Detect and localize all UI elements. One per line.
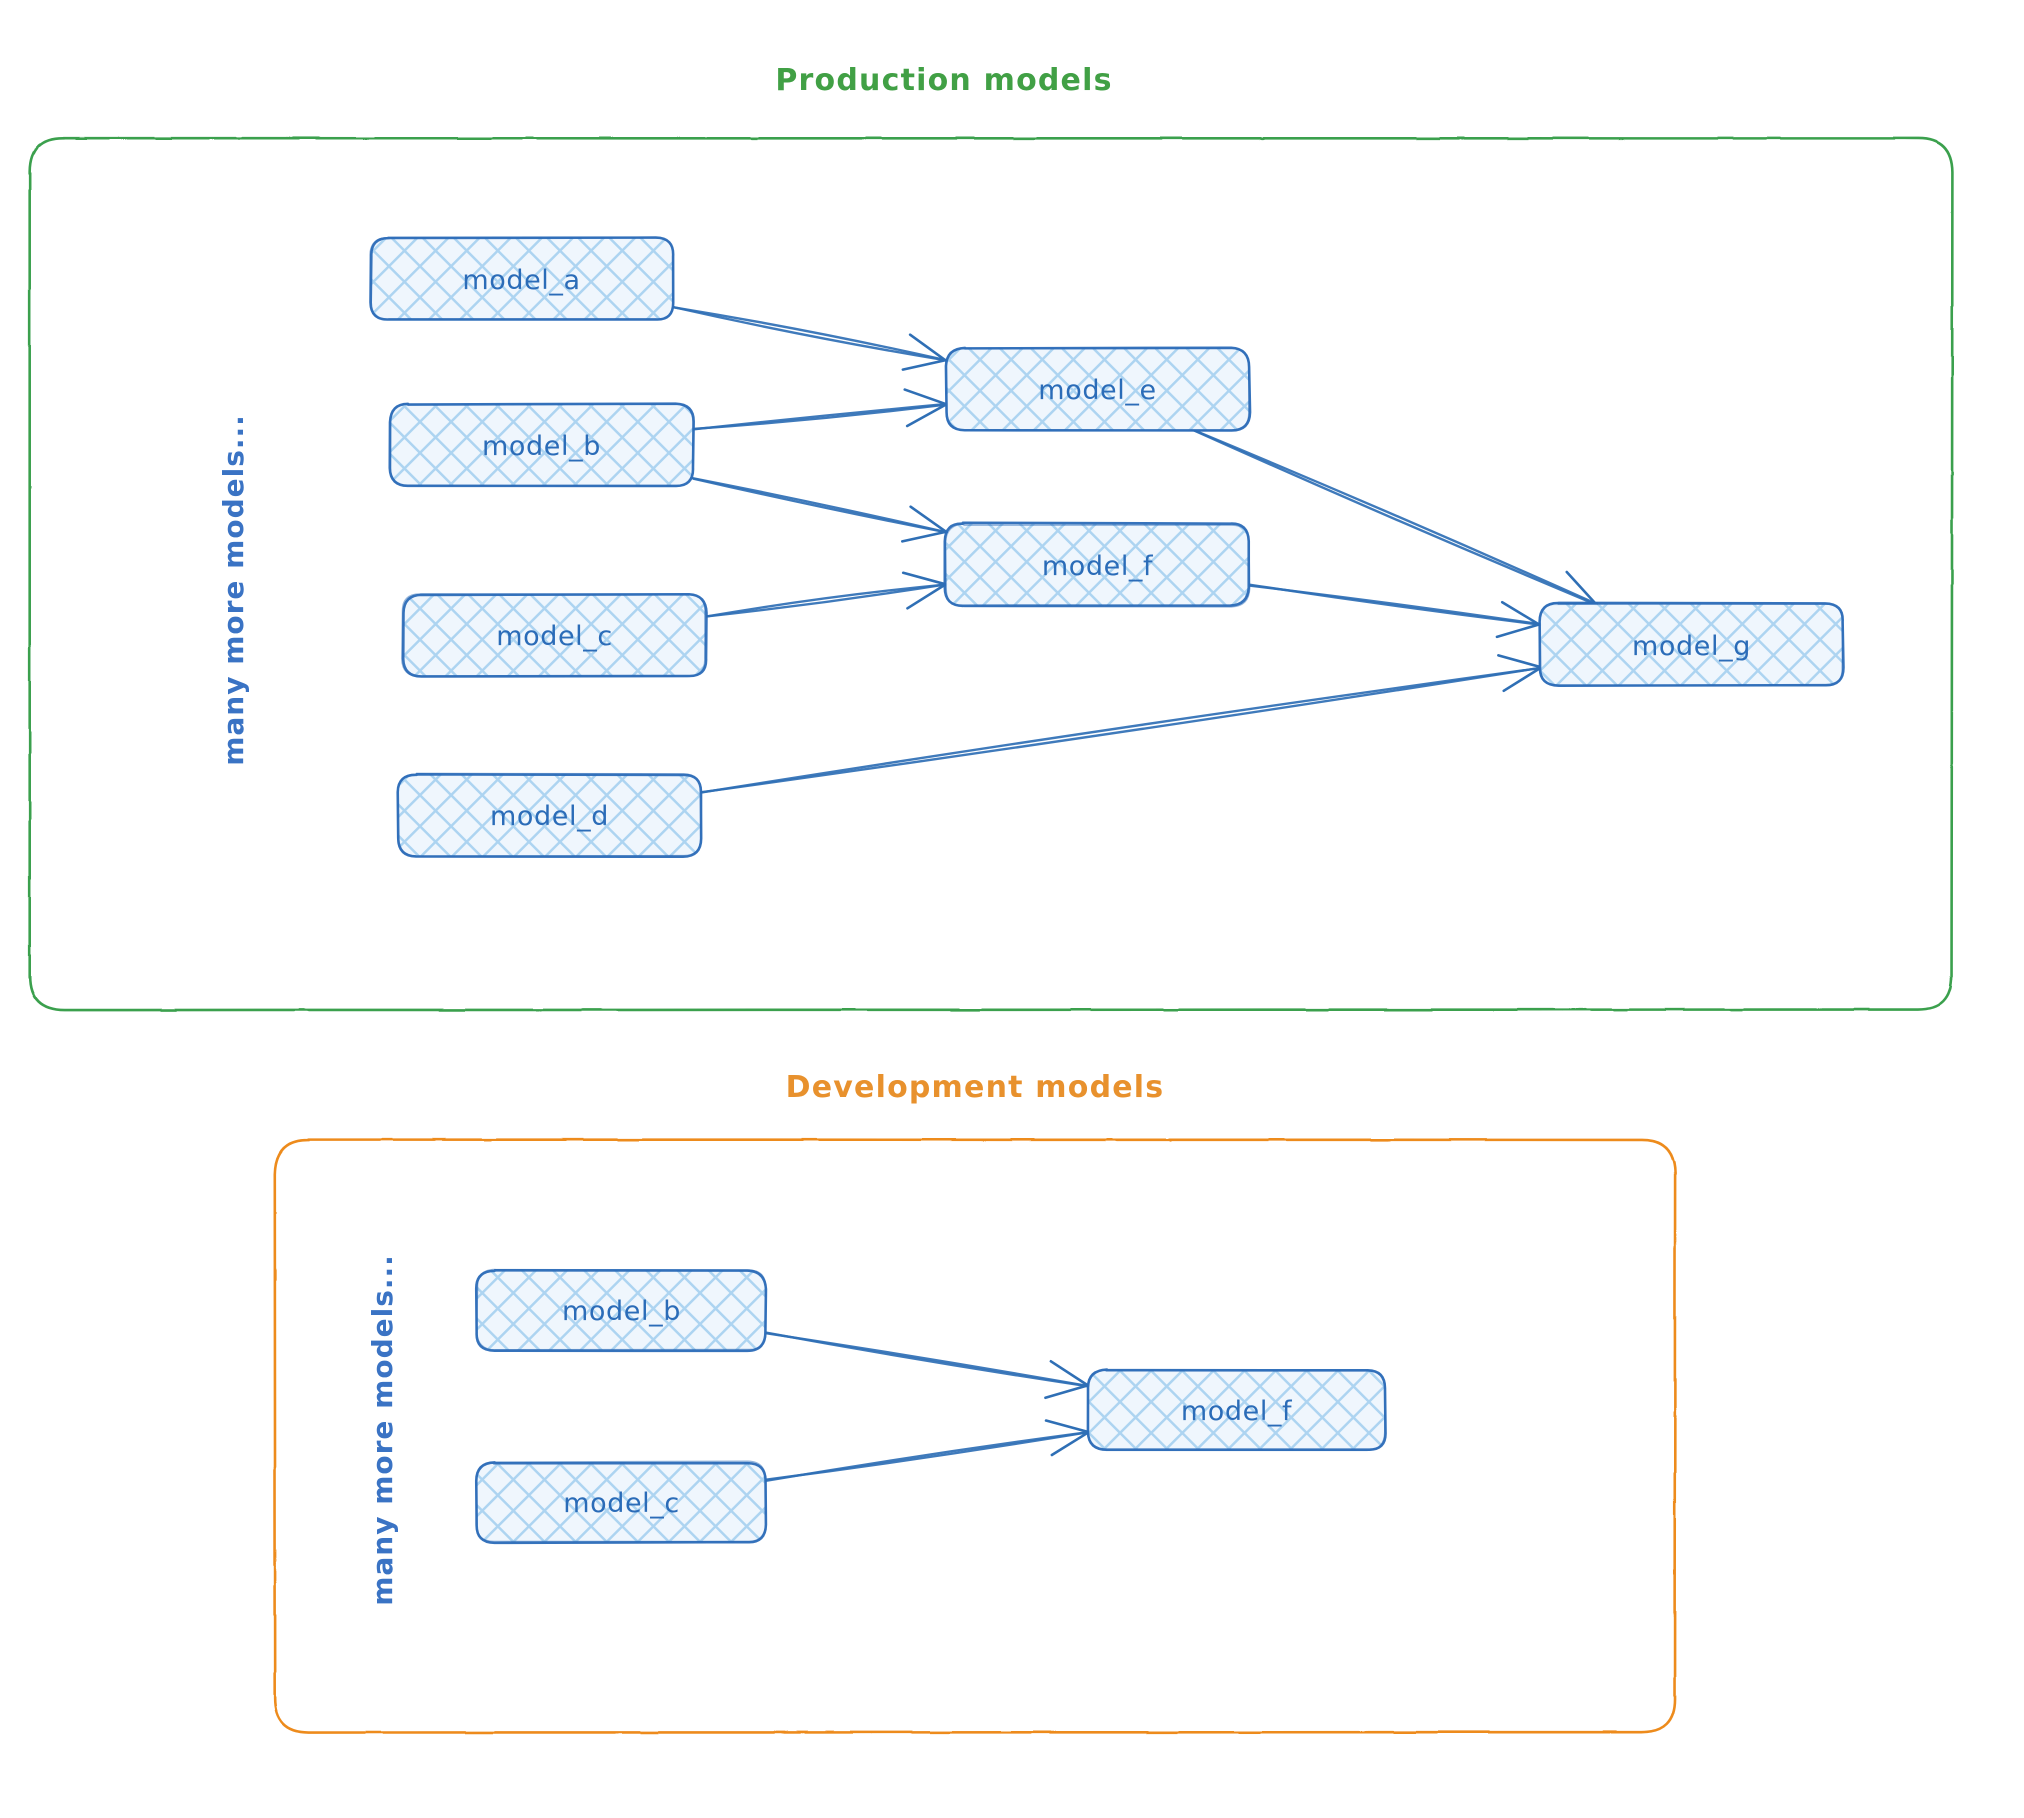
edge-prod_model_f-to-prod_model_g (1248, 583, 1542, 639)
node-label: model_d (490, 801, 609, 832)
edge-prod_model_c-to-prod_model_f (705, 571, 948, 618)
node-outline (944, 523, 1251, 608)
node-label: model_b (482, 431, 601, 462)
edge-dev_model_c-to-dev_model_f (763, 1419, 1090, 1483)
node-fill (1087, 1369, 1386, 1451)
edge-layer-development (763, 1331, 1090, 1483)
node-fill (389, 403, 694, 487)
node-fill (370, 237, 673, 320)
edge-prod_model_b-to-prod_model_f (691, 476, 948, 543)
group-container-development (273, 1138, 1677, 1734)
node-fill (1539, 603, 1844, 687)
edge-prod_model_b-to-prod_model_e (691, 388, 948, 431)
edge-prod_model_a-to-prod_model_e (671, 305, 948, 371)
node-label: model_c (563, 1488, 680, 1519)
node-dev_model_b[interactable]: model_b (474, 1268, 768, 1353)
node-label: model_f (1042, 551, 1154, 582)
edge-layer-production (671, 305, 1599, 794)
group-title-production: Production models (775, 63, 1112, 98)
node-outline (475, 1268, 767, 1351)
group-title-development: Development models (786, 1070, 1165, 1105)
node-label: model_e (1038, 375, 1156, 406)
node-outline (396, 772, 703, 857)
group-development: Development models many more models... mod… (273, 1070, 1677, 1734)
side-label-production: many more models... (217, 414, 250, 766)
node-outline (475, 1460, 767, 1543)
node-prod_model_c[interactable]: model_c (400, 592, 708, 678)
node-fill (945, 347, 1250, 431)
node-fill (477, 1269, 767, 1350)
node-dev_model_c[interactable]: model_c (474, 1460, 768, 1545)
node-fill (397, 773, 702, 857)
node-prod_model_a[interactable]: model_a (369, 236, 675, 321)
node-outline (400, 593, 706, 678)
edge-dev_model_b-to-dev_model_f (763, 1331, 1090, 1400)
node-fill (945, 523, 1250, 607)
node-label: model_a (462, 265, 580, 296)
node-fill (402, 593, 707, 677)
node-prod_model_e[interactable]: model_e (944, 346, 1252, 432)
group-container-production (28, 136, 1954, 1012)
edge-prod_model_e-to-prod_model_g (1191, 428, 1599, 607)
node-label: model_b (562, 1296, 681, 1327)
node-label: model_c (496, 621, 613, 652)
node-prod_model_d[interactable]: model_d (396, 772, 703, 859)
node-fill (476, 1461, 766, 1543)
node-label: model_g (1632, 631, 1751, 662)
node-prod_model_g[interactable]: model_g (1538, 601, 1845, 687)
group-production: Production models many more models... mode… (28, 63, 1954, 1012)
node-outline (1538, 602, 1844, 687)
node-dev_model_f[interactable]: model_f (1086, 1368, 1387, 1452)
node-outline (945, 347, 1250, 432)
node-prod_model_b[interactable]: model_b (388, 402, 695, 488)
node-label: model_f (1181, 1396, 1293, 1427)
side-label-development: many more models... (366, 1254, 399, 1606)
node-prod_model_f[interactable]: model_f (943, 521, 1251, 608)
node-outline (1087, 1369, 1386, 1452)
node-outline (390, 402, 694, 487)
node-outline (369, 236, 675, 321)
edge-prod_model_d-to-prod_model_g (699, 654, 1542, 794)
